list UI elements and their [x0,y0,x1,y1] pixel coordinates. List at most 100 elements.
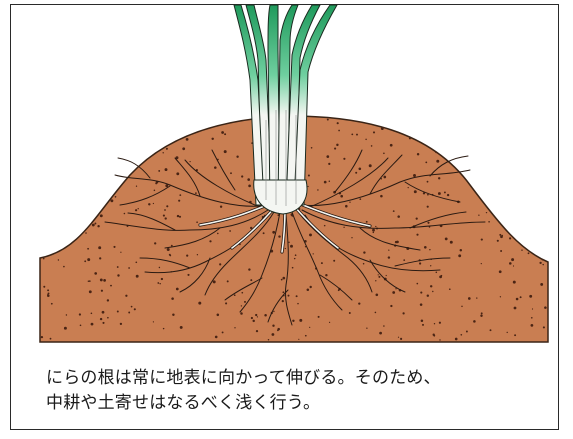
soil-speck [263,232,265,234]
soil-speck [497,240,499,242]
soil-speck [89,280,91,282]
soil-speck [359,198,361,200]
soil-speck [110,285,112,287]
soil-speck [539,229,542,232]
soil-speck [338,130,340,132]
soil-speck [473,320,476,323]
soil-speck [163,126,165,128]
soil-speck [534,155,535,156]
soil-speck [129,130,131,132]
caption: にらの根は常に地表に向かって伸びる。そのため、 中耕や土寄せはなるべく浅く行う。 [46,366,551,416]
soil-speck [187,274,189,276]
soil-speck [439,339,440,340]
soil-speck [438,192,441,195]
soil-speck [504,140,506,142]
soil-speck [511,201,514,204]
soil-speck [105,188,107,190]
soil-speck [450,241,453,244]
soil-speck [86,216,88,218]
soil-speck [371,145,373,147]
soil-speck [48,172,51,175]
soil-speck [393,210,395,212]
soil-speck [178,200,180,202]
soil-speck [513,281,516,284]
soil-speck [458,254,461,257]
soil-speck [345,205,348,208]
soil-speck [159,283,160,284]
soil-speck [53,162,55,164]
soil-speck [166,205,168,207]
soil-speck [207,121,208,122]
soil-speck [435,128,436,129]
soil-speck [113,246,115,248]
soil-speck [110,151,111,152]
soil-speck [154,242,156,244]
soil-speck [209,240,211,242]
soil-speck [307,288,310,291]
soil-speck [87,258,90,261]
soil-speck [257,316,258,317]
soil-speck [378,276,380,278]
soil-speck [176,115,178,117]
soil-speck [375,226,376,227]
soil-speck [313,253,314,254]
soil-speck [219,263,221,265]
soil-speck [366,221,368,223]
soil-speck [43,209,45,211]
soil-speck [533,132,536,135]
soil-speck [48,156,50,158]
soil-speck [220,206,222,208]
soil-speck [351,133,353,135]
soil-speck [264,314,267,317]
soil-speck [248,268,250,270]
soil-speck [273,311,274,312]
soil-speck [490,192,492,194]
soil-speck [468,297,471,300]
soil-speck [292,267,294,269]
soil-speck [136,275,139,278]
soil-speck [419,262,421,264]
soil-speck [294,258,295,259]
soil-speck [102,311,105,314]
soil-speck [100,318,102,320]
soil-speck [375,280,376,281]
soil-speck [164,209,166,211]
soil-speck [117,311,119,313]
soil-speck [343,158,345,160]
soil-speck [359,168,362,171]
soil-speck [448,144,450,146]
soil-speck [290,245,293,248]
soil-speck [446,145,447,146]
soil-speck [281,279,283,281]
soil-speck [282,277,285,280]
soil-speck [224,150,227,153]
soil-speck [91,323,94,326]
soil-speck [168,137,169,138]
soil-speck [372,229,375,232]
soil-speck [77,115,79,117]
soil-speck [88,281,89,282]
soil-speck [183,114,185,116]
soil-speck [422,324,424,326]
soil-speck [81,130,83,132]
soil-speck [541,222,544,225]
soil-speck [539,174,540,175]
soil-speck [439,276,442,279]
soil-speck [386,275,387,276]
soil-speck [51,303,53,305]
soil-speck [318,316,320,318]
soil-speck [96,193,98,195]
soil-speck [547,118,548,119]
soil-speck [224,133,226,135]
soil-speck [432,291,433,292]
soil-speck [544,306,547,309]
soil-speck [436,272,438,274]
soil-speck [272,333,275,336]
soil-speck [94,150,95,151]
soil-speck [124,213,126,215]
soil-speck [63,266,65,268]
soil-speck [63,218,66,221]
soil-speck [334,148,336,150]
soil-speck [107,117,110,120]
soil-speck [488,221,490,223]
